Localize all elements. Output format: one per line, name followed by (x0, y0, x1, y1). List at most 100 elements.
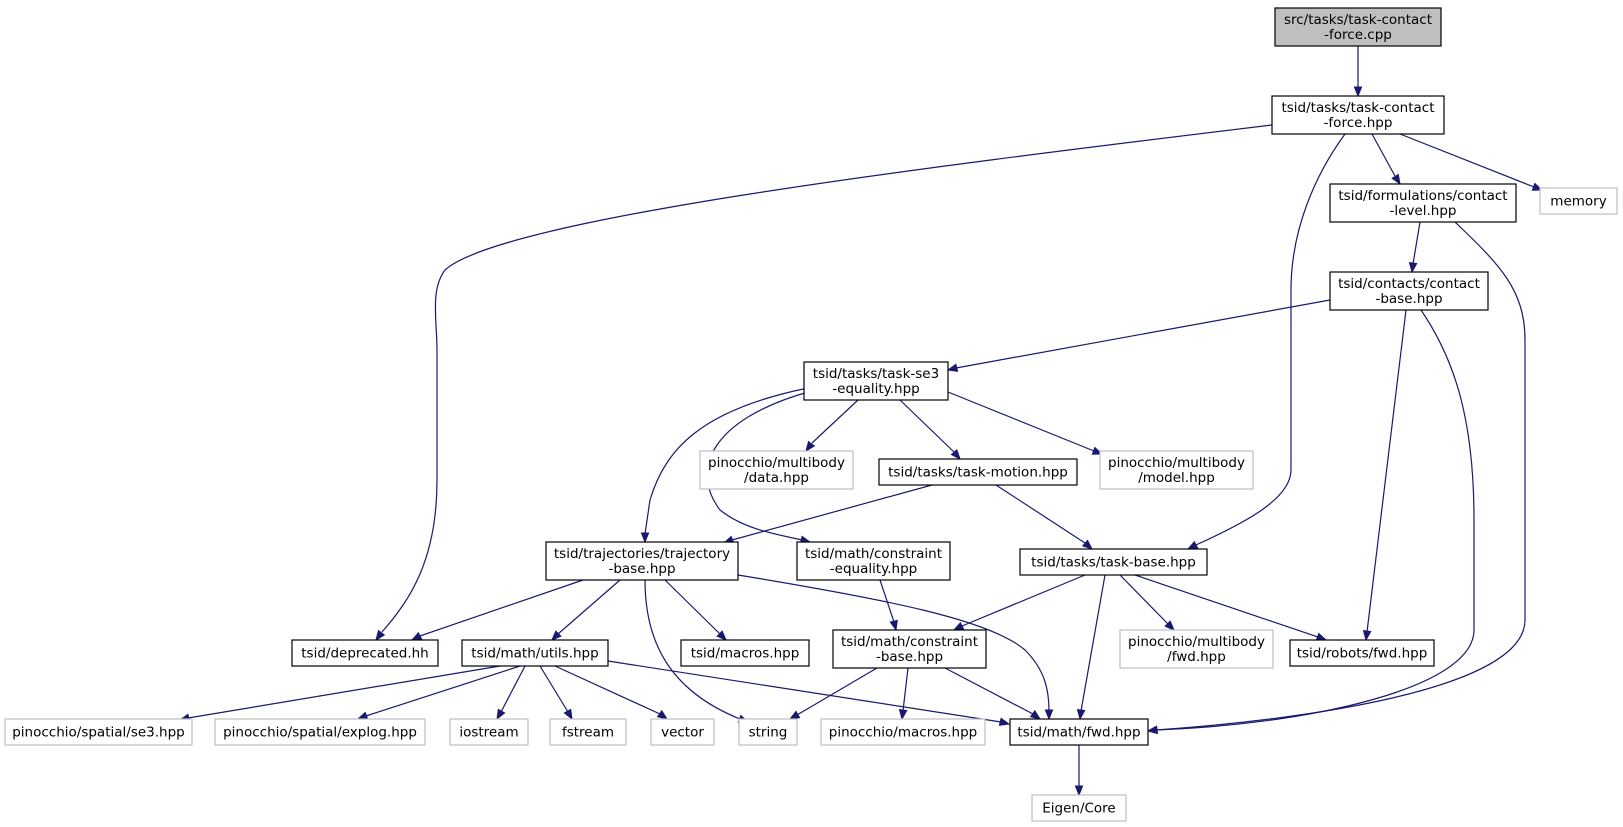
arrowhead-icon (788, 710, 801, 720)
node-se3[interactable]: pinocchio/spatial/se3.hpp (4, 718, 193, 746)
arrowhead-icon (1074, 785, 1084, 797)
node-label: string (749, 725, 788, 741)
node-iostream[interactable]: iostream (449, 718, 529, 746)
node-pinfwd[interactable]: pinocchio/multibody/fwd.hpp (1119, 629, 1274, 669)
node-pindata[interactable]: pinocchio/multibody/data.hpp (699, 450, 854, 490)
edge-line (737, 574, 1050, 712)
edge-trajbase-to-utils (551, 579, 621, 641)
node-box (545, 541, 739, 581)
edge-formul-to-contactbase (1408, 221, 1421, 274)
edge-line (947, 391, 1095, 452)
node-label: pinocchio/multibody (1108, 455, 1245, 471)
node-tcf[interactable]: tsid/tasks/task-contact-force.hpp (1271, 95, 1445, 135)
edge-line (995, 484, 1086, 544)
arrowhead-icon (563, 708, 573, 721)
edge-utils-to-iostream (496, 665, 526, 721)
node-box (1289, 639, 1435, 667)
edges-layer (178, 46, 1544, 797)
node-label: Eigen/Core (1042, 801, 1116, 817)
edge-line (811, 399, 859, 444)
node-box (1031, 794, 1127, 822)
node-box (1271, 95, 1445, 135)
arrowhead-icon (1164, 620, 1175, 631)
nodes-layer: src/tasks/task-contact-force.cpp tsid/tas… (4, 7, 1618, 822)
node-label: src/tasks/task-contact (1284, 12, 1432, 28)
edge-line (500, 665, 526, 713)
edge-line (961, 574, 1086, 627)
edge-line (1399, 133, 1535, 188)
node-box (738, 718, 798, 746)
node-box (1329, 183, 1517, 223)
node-contactbase[interactable]: tsid/contacts/contact-base.hpp (1329, 271, 1489, 311)
node-trajbase[interactable]: tsid/trajectories/trajectory-base.hpp (545, 541, 739, 581)
edge-constbase-to-pinmacros (898, 667, 909, 721)
node-box (214, 718, 426, 746)
arrowhead-icon (952, 621, 965, 631)
node-macros[interactable]: tsid/macros.hpp (680, 639, 810, 667)
edge-se3eq-to-pindata (805, 399, 859, 453)
node-box (291, 639, 439, 667)
arrowhead-icon (950, 448, 961, 461)
node-explog[interactable]: pinocchio/spatial/explog.hpp (214, 718, 426, 746)
edge-tcf-to-taskbase (1186, 133, 1346, 550)
edge-line (644, 387, 809, 535)
node-pinmodel[interactable]: pinocchio/multibody/model.hpp (1099, 450, 1254, 490)
node-fstream[interactable]: fstream (549, 718, 627, 746)
node-robotsfwd[interactable]: tsid/robots/fwd.hpp (1289, 639, 1435, 667)
edge-line (187, 665, 501, 719)
edge-trajbase-to-mathfwd (737, 574, 1054, 721)
node-box (1329, 271, 1489, 311)
edge-consteq-to-constbase (879, 579, 898, 632)
edge-se3eq-to-taskmotion (899, 399, 961, 461)
arrowhead-icon (551, 630, 562, 641)
node-box (1019, 548, 1208, 576)
node-consteq[interactable]: tsid/math/constraint-equality.hpp (796, 541, 951, 581)
node-eigen[interactable]: Eigen/Core (1031, 794, 1127, 822)
edge-line (796, 667, 878, 716)
node-label: pinocchio/spatial/explog.hpp (223, 725, 417, 741)
node-mathfwd[interactable]: tsid/math/fwd.hpp (1009, 718, 1149, 746)
edge-line (644, 579, 741, 720)
node-taskbase[interactable]: tsid/tasks/task-base.hpp (1019, 548, 1208, 576)
edge-line (1119, 574, 1169, 625)
edge-line (1412, 221, 1421, 265)
node-label: /data.hpp (744, 470, 809, 486)
node-vector[interactable]: vector (650, 718, 715, 746)
node-label: tsid/tasks/task-motion.hpp (888, 465, 1068, 481)
edge-line (557, 579, 621, 635)
node-box (820, 718, 986, 746)
arrowhead-icon (889, 619, 898, 632)
node-taskmotion[interactable]: tsid/tasks/task-motion.hpp (878, 458, 1078, 486)
node-string[interactable]: string (738, 718, 798, 746)
node-label: pinocchio/multibody (1128, 634, 1265, 650)
node-formul[interactable]: tsid/formulations/contact-level.hpp (1329, 183, 1517, 223)
node-label: -level.hpp (1390, 203, 1457, 219)
edge-line (1371, 133, 1396, 177)
node-utils[interactable]: tsid/math/utils.hpp (461, 639, 609, 667)
edge-line (607, 660, 1002, 723)
edge-taskmotion-to-taskbase (995, 484, 1094, 550)
node-pinmacros[interactable]: pinocchio/macros.hpp (820, 718, 986, 746)
node-box (699, 450, 854, 490)
edge-tcf-to-formul (1371, 133, 1401, 186)
arrowhead-icon (716, 630, 727, 641)
node-box (4, 718, 193, 746)
arrowhead-icon (898, 709, 908, 721)
node-label: tsid/contacts/contact (1338, 276, 1480, 292)
node-se3eq[interactable]: tsid/tasks/task-se3-equality.hpp (803, 361, 949, 401)
node-deprecated[interactable]: tsid/deprecated.hh (291, 639, 439, 667)
edge-line (1366, 309, 1407, 633)
node-memory[interactable]: memory (1539, 187, 1618, 215)
edge-contactbase-to-se3eq (946, 299, 1331, 372)
edge-line (902, 667, 909, 712)
edge-line (706, 391, 809, 541)
arrowhead-icon (656, 709, 669, 720)
node-label: pinocchio/multibody (708, 455, 845, 471)
edge-line (664, 579, 721, 635)
node-constbase[interactable]: tsid/math/constraint-base.hpp (832, 629, 987, 669)
edge-utils-to-fstream (539, 665, 573, 721)
node-label: -force.cpp (1324, 27, 1392, 43)
edge-line (1134, 574, 1319, 638)
edge-line (1195, 133, 1346, 546)
